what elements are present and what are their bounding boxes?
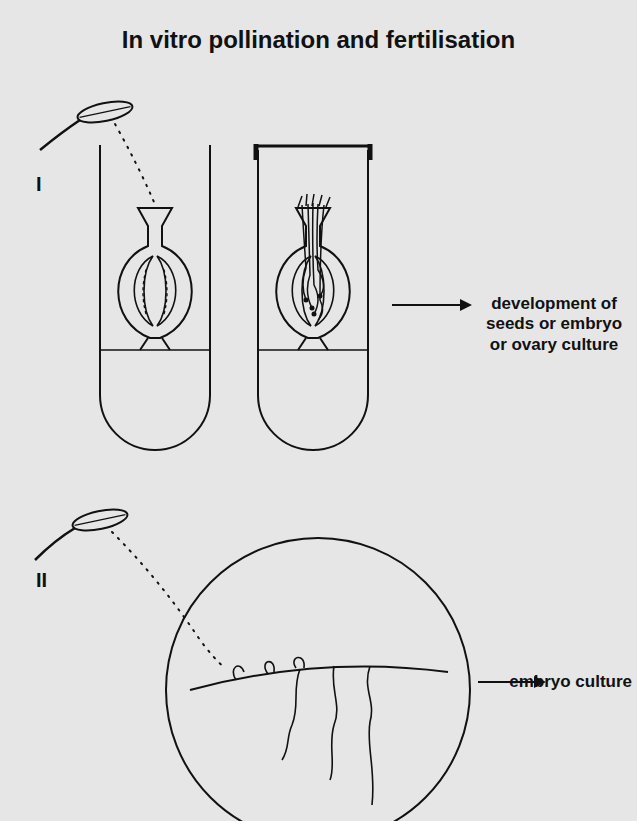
part-number: II (36, 568, 47, 592)
diagram-title: In vitro pollination and fertilisation (0, 26, 637, 55)
result-note: embryo culture (509, 672, 632, 692)
part-number: I (36, 172, 42, 196)
result-note: development of seeds or embryo or ovary … (478, 294, 630, 355)
